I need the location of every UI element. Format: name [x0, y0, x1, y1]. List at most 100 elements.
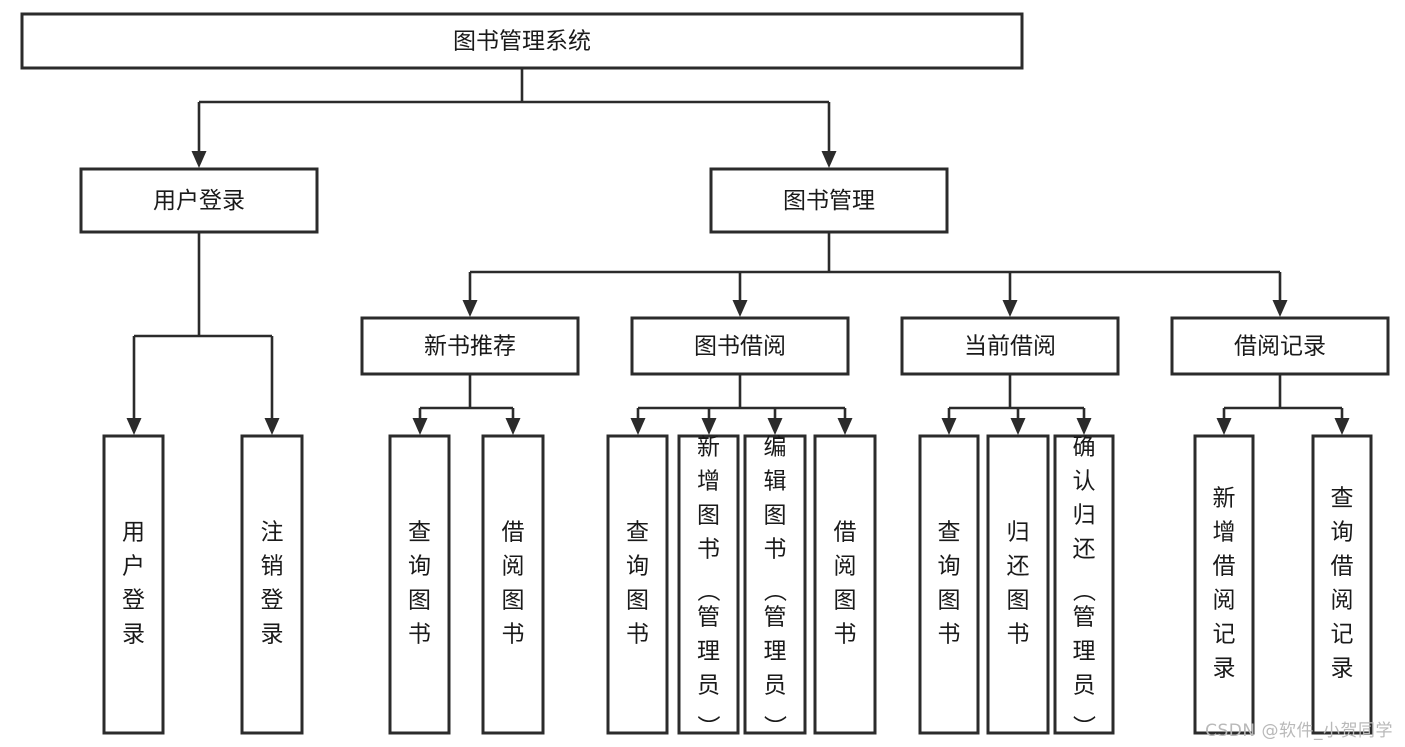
- node-root[interactable]: 图书管理系统: [20, 12, 1024, 70]
- node-label-char: 新: [697, 435, 720, 461]
- node-label-char: 录: [261, 622, 284, 648]
- node-current[interactable]: 当前借阅: [900, 316, 1120, 376]
- node-box[interactable]: [481, 434, 545, 735]
- node-label-char: 图: [938, 588, 961, 614]
- node-label-char: 归: [1007, 520, 1030, 546]
- node-box[interactable]: [1170, 316, 1390, 376]
- arrow-head-icon: [505, 418, 521, 435]
- node-label-char: ）: [695, 715, 721, 738]
- node-label-char: 查: [408, 520, 431, 546]
- node-label-char: 借: [502, 520, 525, 546]
- node-box[interactable]: [677, 434, 740, 735]
- node-box[interactable]: [240, 434, 304, 735]
- node-label-char: 录: [122, 622, 145, 648]
- node-box[interactable]: [630, 316, 850, 376]
- node-box[interactable]: [606, 434, 669, 735]
- node-label-char: 记: [1213, 622, 1236, 648]
- node-box[interactable]: [900, 316, 1120, 376]
- node-label-char: 阅: [1331, 588, 1354, 614]
- node-label-char: 增: [697, 469, 720, 495]
- node-label-char: 书: [938, 622, 961, 648]
- node-label-char: 询: [626, 554, 649, 580]
- node-label-char: 管: [1073, 605, 1096, 631]
- arrow-head-icon: [732, 300, 748, 317]
- node-label-char: 图: [1007, 588, 1030, 614]
- node-borrow[interactable]: 图书借阅: [630, 316, 850, 376]
- node-box[interactable]: [709, 167, 949, 234]
- node-label-char: 员: [1073, 673, 1096, 699]
- edge-group-login: [126, 232, 280, 435]
- node-label-char: 借: [1213, 554, 1236, 580]
- node-login[interactable]: 用户登录: [79, 167, 319, 234]
- node-box[interactable]: [918, 434, 980, 735]
- node-newrec[interactable]: 新书推荐: [360, 316, 580, 376]
- node-box[interactable]: [102, 434, 165, 735]
- node-label-char: 增: [1213, 520, 1236, 546]
- arrow-head-icon: [264, 418, 280, 435]
- edge-group-root: [191, 68, 837, 168]
- node-label-char: 注: [261, 520, 284, 546]
- node-label-char: 用: [122, 520, 145, 546]
- node-label-char: 查: [626, 520, 649, 546]
- node-label-char: 管: [697, 605, 720, 631]
- node-label-char: 书: [502, 622, 525, 648]
- arrow-head-icon: [821, 151, 837, 168]
- node-label: 图书管理系统: [453, 29, 591, 55]
- node-label-char: （: [761, 579, 787, 602]
- node-label-char: 还: [1007, 554, 1030, 580]
- node-label: 借阅记录: [1234, 334, 1326, 360]
- node-label-char: ）: [1070, 715, 1096, 738]
- node-label-char: 询: [938, 554, 961, 580]
- node-label-char: 销: [261, 554, 284, 580]
- node-label-char: 询: [1331, 520, 1354, 546]
- node-label-char: 确: [1073, 435, 1096, 461]
- node-box[interactable]: [388, 434, 451, 735]
- node-label-char: 录: [1213, 656, 1236, 682]
- node-label-char: 户: [122, 554, 145, 580]
- node-box[interactable]: [20, 12, 1024, 70]
- arrow-head-icon: [462, 300, 478, 317]
- node-box[interactable]: [813, 434, 877, 735]
- node-box[interactable]: [1053, 434, 1115, 735]
- arrow-head-icon: [1076, 418, 1092, 435]
- node-label-char: 查: [1331, 486, 1354, 512]
- node-label: 当前借阅: [964, 334, 1056, 360]
- node-label-char: 记: [1331, 622, 1354, 648]
- arrow-head-icon: [126, 418, 142, 435]
- node-label-char: 书: [1007, 622, 1030, 648]
- node-label: 图书借阅: [694, 334, 786, 360]
- node-box[interactable]: [1193, 434, 1255, 735]
- node-label: 新书推荐: [424, 334, 516, 360]
- node-box[interactable]: [743, 434, 807, 735]
- node-box[interactable]: [1311, 434, 1373, 735]
- node-box[interactable]: [79, 167, 319, 234]
- node-box[interactable]: [986, 434, 1050, 735]
- node-bookmgr[interactable]: 图书管理: [709, 167, 949, 234]
- watermark-text: CSDN @软件_小贺同学: [1205, 721, 1393, 741]
- edges-layer: [126, 68, 1350, 435]
- node-label-char: 图: [408, 588, 431, 614]
- node-history[interactable]: 借阅记录: [1170, 316, 1390, 376]
- arrow-head-icon: [1334, 418, 1350, 435]
- node-label-char: 登: [122, 588, 145, 614]
- arrow-head-icon: [701, 418, 717, 435]
- node-label: 用户登录: [153, 188, 245, 214]
- node-label-char: 查: [938, 520, 961, 546]
- node-box[interactable]: [360, 316, 580, 376]
- node-leaf1[interactable]: 用户登录: [102, 434, 165, 735]
- edge-group-borrow: [630, 374, 853, 435]
- node-label-char: 录: [1331, 656, 1354, 682]
